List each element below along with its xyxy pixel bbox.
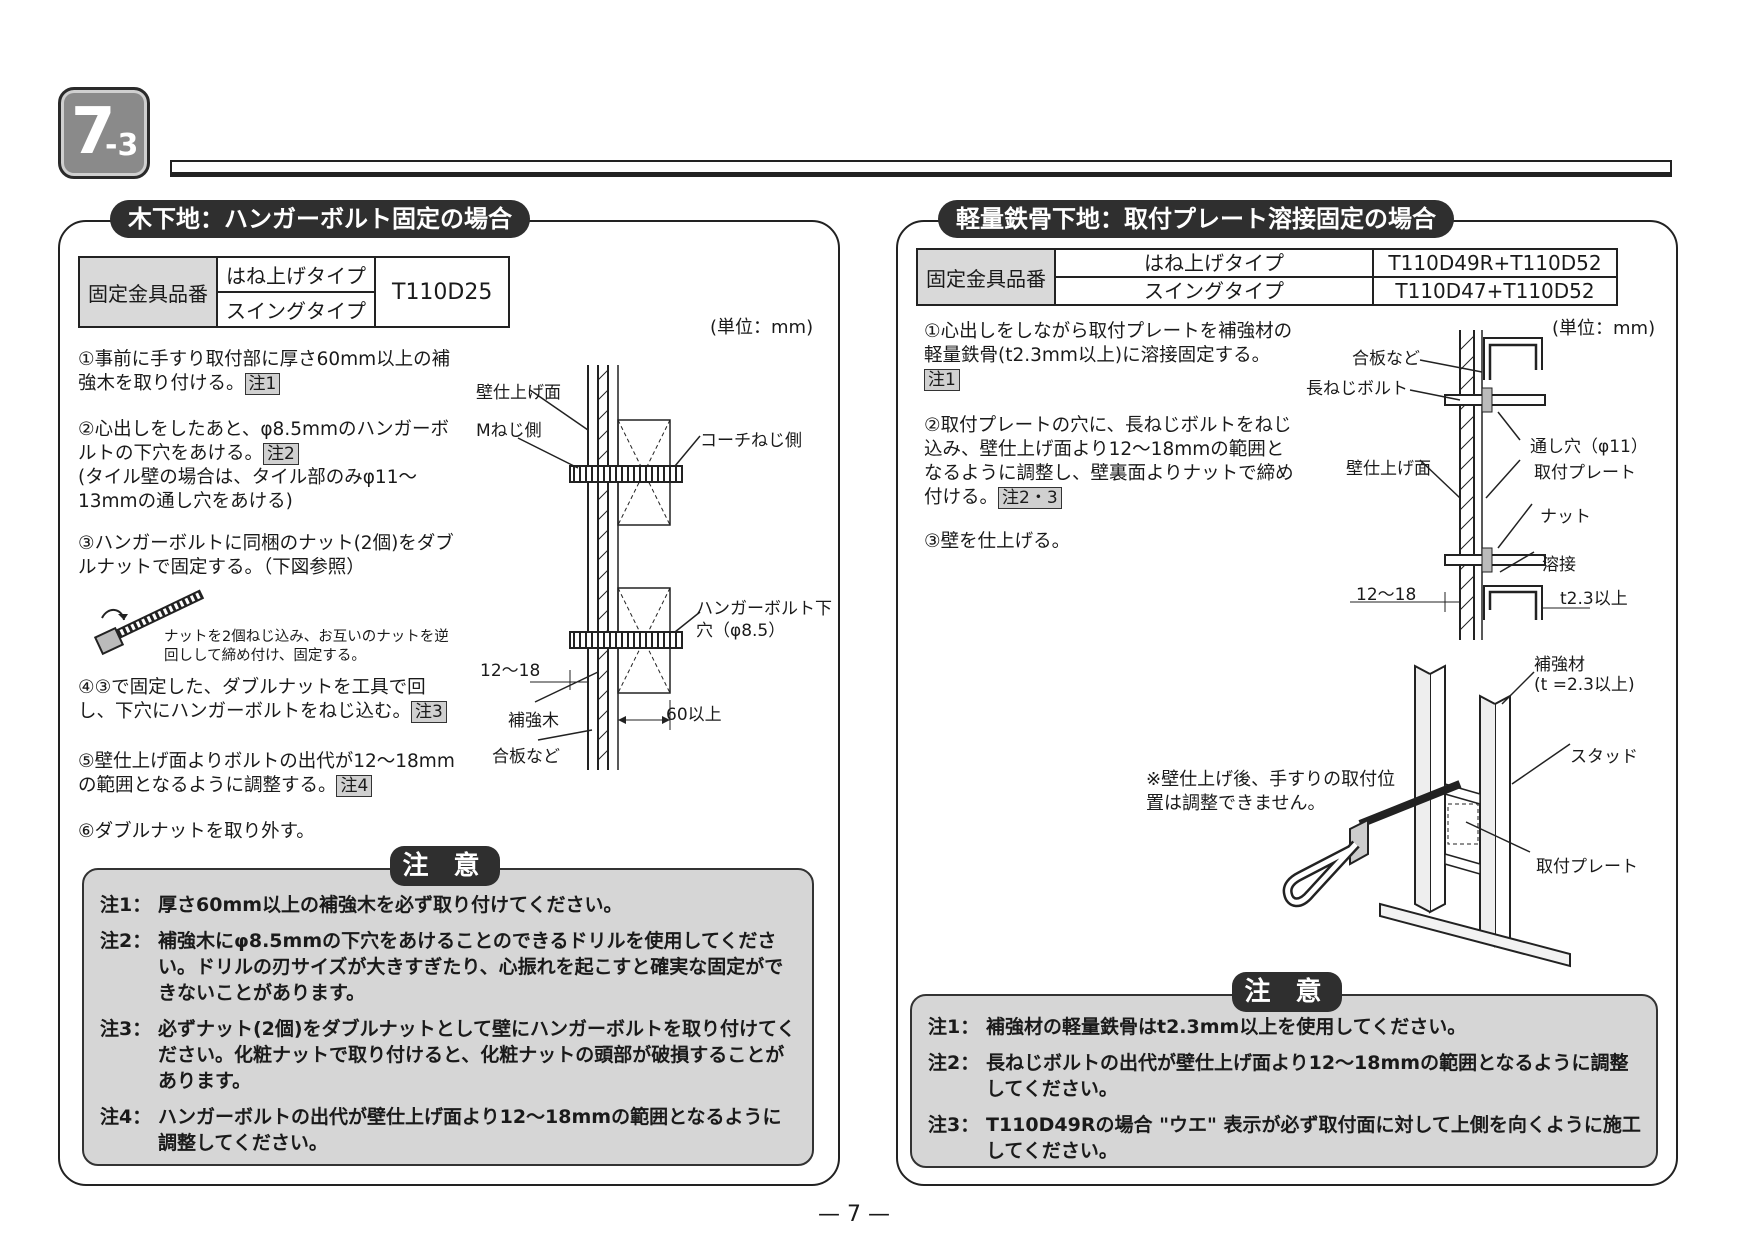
right-label-stud: スタッド [1570,747,1638,767]
section-number: 7 [71,95,116,169]
left-table-product: T110D25 [373,256,511,328]
left-label-wall-surface: 壁仕上げ面 [476,383,561,403]
left-label-reinforce: 補強木 [508,711,559,731]
left-table-type-1: はね上げタイプ [216,256,376,293]
left-label-dim-12-18: 12〜18 [480,661,541,681]
left-unit: (単位：mm) [710,317,814,338]
ref-note-1: 注1 [244,373,281,395]
right-label-reinforce: 補強材 [1534,655,1585,675]
left-spec-table: 固定金具品番 はね上げタイプ T110D25 スイングタイプ [78,256,511,328]
right-title: 軽量鉄骨下地：取付プレート溶接固定の場合 [938,200,1454,238]
right-table-product-1: T110D49R+T110D52 [1372,248,1618,278]
left-table-type-2: スイングタイプ [216,291,376,328]
left-spec-table-wrap: 固定金具品番 はね上げタイプ T110D25 スイングタイプ [78,256,511,328]
left-step-2-extra: (タイル壁の場合は、タイル部のみφ11〜13mmの通し穴をあける) [78,467,417,512]
right-note-1: 注1：補強材の軽量鉄骨はt2.3mm以上を使用してください。 [928,1016,1467,1038]
hanger-bolt-illustration [93,589,205,656]
ref-note-r2: 注2・3 [998,487,1062,509]
right-label-wall-surface: 壁仕上げ面 [1346,459,1431,479]
ref-note-3: 注3 [411,701,447,723]
left-table-header: 固定金具品番 [78,256,218,328]
ref-note-2: 注2 [263,443,299,465]
left-note-1: 注1：厚さ60mm以上の補強木を必ず取り付けてください。 [100,894,623,916]
right-spec-table-wrap: 固定金具品番 はね上げタイプ T110D49R+T110D52 スイングタイプ … [916,248,1618,306]
steel-frame-diagram [1282,664,1571,968]
right-warning: ※壁仕上げ後、手すりの取付位置は調整できません。 [1146,769,1396,814]
left-step-5: ⑤壁仕上げ面よりボルトの出代が12〜18mmの範囲となるように調整する。注4 [78,751,455,797]
steel-base-section-diagram [1350,330,1590,640]
page-number: — 7 — [818,1202,890,1227]
right-table-product-2: T110D47+T110D52 [1372,276,1618,306]
right-caution-tag: 注 意 [1232,972,1342,1012]
right-label-plate: 取付プレート [1534,463,1636,483]
left-label-m-thread: Mねじ側 [476,421,542,441]
left-caution-tag: 注 意 [390,846,500,886]
right-table-type-2: スイングタイプ [1054,276,1374,306]
right-label-t23: t2.3以上 [1560,589,1628,609]
left-step-1: ①事前に手すり取付部に厚さ60mm以上の補強木を取り付ける。注1 [78,349,451,395]
right-label-dim-12-18: 12〜18 [1356,585,1417,605]
wood-base-diagram [517,365,701,770]
right-label-long-bolt: 長ねじボルト [1306,379,1408,399]
left-label-hanger-hole: ハンガーボルト下穴（φ8.5） [696,599,832,641]
right-table-header: 固定金具品番 [916,248,1056,306]
left-label-coach-thread: コーチねじ側 [700,431,802,451]
section-badge: 7 -3 [58,87,150,179]
right-step-3: ③壁を仕上げる。 [924,531,1071,552]
left-label-plywood: 合板など [492,747,560,767]
right-label-nut: ナット [1540,507,1591,527]
header-rule [170,160,1672,177]
right-spec-table: 固定金具品番 はね上げタイプ T110D49R+T110D52 スイングタイプ … [916,248,1618,306]
left-note-2: 注2：補強木にφ8.5mmの下穴をあけることのできるドリルを使用してください。ド… [100,930,784,1004]
left-title: 木下地：ハンガーボルト固定の場合 [110,200,530,238]
section-subnumber: -3 [105,128,139,163]
right-label-reinforce-t: (t =2.3以上) [1534,675,1635,695]
left-note-4: 注4：ハンガーボルトの出代が壁仕上げ面より12〜18mmの範囲となるように調整し… [100,1106,782,1154]
bolt-caption: ナットを2個ねじ込み、お互いのナットを逆回しして締め付け、固定する。 [164,629,449,664]
right-label-plywood: 合板など [1352,349,1420,369]
right-note-3: 注3：T110D49Rの場合 "ウエ" 表示が必ず取付面に対して上側を向くように… [928,1114,1641,1162]
ref-note-4: 注4 [336,775,373,797]
left-label-dim-60: 60以上 [666,705,722,725]
left-caution-box [82,868,814,1166]
ref-note-r1: 注1 [924,369,960,391]
left-step-2: ②心出しをしたあと、φ8.5mmのハンガーボルトの下穴をあける。注2 (タイル壁… [78,419,450,512]
right-table-type-1: はね上げタイプ [1054,248,1374,278]
left-note-3: 注3：必ずナット(2個)をダブルナットとして壁にハンガーボルトを取り付けてくださ… [100,1018,796,1092]
right-label-weld: 溶接 [1542,555,1576,575]
right-unit: (単位：mm) [1552,318,1656,339]
right-step-1: ①心出しをしながら取付プレートを補強材の軽量鉄骨(t2.3mm以上)に溶接固定す… [924,321,1293,391]
left-step-4: ④③で固定した、ダブルナットを工具で回し、下穴にハンガーボルトをねじ込む。注3 [78,676,460,724]
right-step-2: ②取付プレートの穴に、長ねじボルトをねじ込み、壁仕上げ面より12〜18mmの範囲… [924,415,1294,509]
right-label-plate-2: 取付プレート [1536,857,1638,877]
right-label-through-hole: 通し穴（φ11） [1530,437,1648,457]
left-step-3: ③ハンガーボルトに同梱のナット(2個)をダブルナットで固定する。（下図参照） [78,533,454,578]
left-step-6: ⑥ダブルナットを取り外す。 [78,821,315,842]
right-note-2: 注2：長ねじボルトの出代が壁仕上げ面より12〜18mmの範囲となるように調整して… [928,1052,1629,1100]
